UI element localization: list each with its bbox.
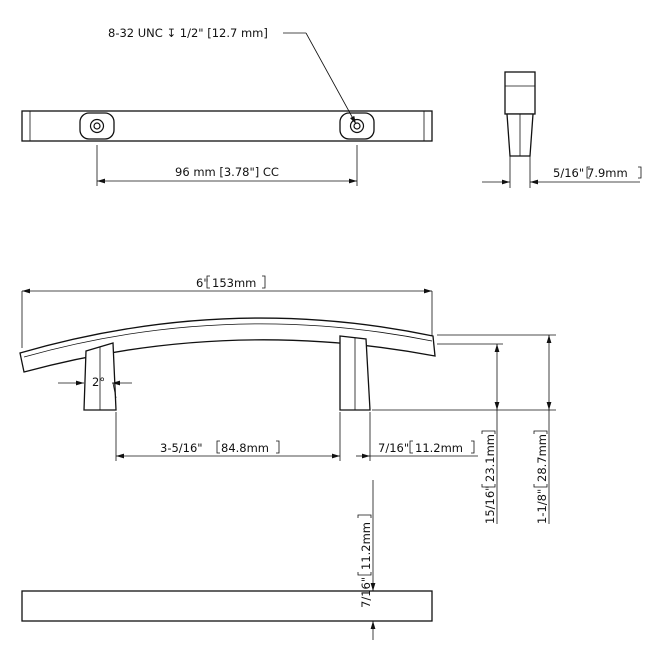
post-width-imperial: 5/16" [553,166,584,180]
end-view: 5/16" 7.9mm [482,71,642,188]
inner-span-imperial: 3-5/16" [160,441,203,455]
end-view-cap [504,71,536,115]
thickness-imperial: 7/16" [359,577,373,608]
post-width-metric: 7.9mm [587,166,628,180]
projection-metric: 28.7mm [535,434,549,482]
screw-hole-right [349,118,365,134]
mount-pad-right [339,112,375,140]
cc-spacing-label: 96 mm [3.78"] CC [175,165,279,179]
top-view: 8-32 UNC ↧ 1/2" [12.7 mm] 96 mm [3.78"] … [21,26,433,186]
clearance-metric: 23.1mm [483,434,497,482]
inner-span-metric: 84.8mm [221,441,269,455]
screw-hole-left [89,118,105,134]
thickness-metric: 11.2mm [359,522,373,570]
overall-length-imperial: 6" [196,276,209,290]
post-base-imperial: 7/16" [378,441,409,455]
handle-curved-bar [19,317,436,373]
handle-thickness-outline [21,590,433,622]
bottom-view: 7/16" 11.2mm [21,480,433,640]
post-base-metric: 11.2mm [415,441,463,455]
thread-callout-label: 8-32 UNC ↧ 1/2" [12.7 mm] [108,26,268,40]
post-angle-label: 2° [92,375,105,389]
clearance-imperial: 15/16" [483,486,497,524]
thread-callout-leader [305,32,357,125]
front-view: 6" 153mm 2° 3-5/16" 84.8mm 7/16" 11.2mm [19,275,556,524]
mount-pad-left [79,112,115,140]
overall-length-metric: 153mm [212,276,256,290]
projection-imperial: 1-1/8" [535,489,549,524]
